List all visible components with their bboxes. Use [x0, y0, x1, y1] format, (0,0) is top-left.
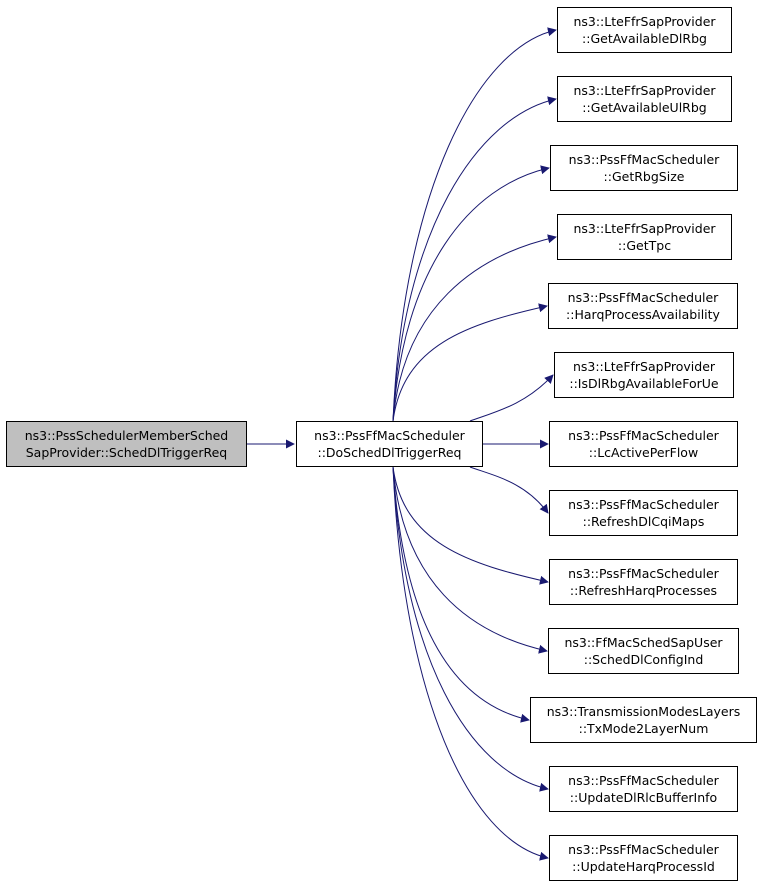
callee-line-1: ns3::LteFfrSapProvider: [572, 359, 716, 374]
root-function-line2: SapProvider::SchedDlTriggerReq: [25, 445, 228, 460]
callee-line-2: ::HarqProcessAvailability: [566, 307, 720, 322]
edge-hub-to-callee-9: [392, 466, 549, 585]
callee-line-2: ::GetAvailableUlRbg: [582, 100, 707, 115]
edge-hub-to-callee-13: [392, 466, 549, 861]
callee-line-1: ns3::LteFfrSapProvider: [573, 221, 716, 236]
edge-hub-to-callee-5: [392, 303, 548, 422]
root-function-node: ns3::PssSchedulerMemberSched SapProvider…: [6, 421, 247, 467]
hub-function-line1: ns3::PssFfMacScheduler: [314, 428, 465, 443]
edge-hub-to-callee-8: [469, 466, 549, 514]
callee-line-2: ::RefreshHarqProcesses: [569, 583, 718, 598]
callee-node-update-harq-process-id[interactable]: ns3::PssFfMacScheduler::UpdateHarqProces…: [549, 835, 738, 881]
edge-hub-to-callee-11: [392, 466, 530, 723]
callee-line-1: ns3::PssFfMacScheduler: [567, 290, 719, 305]
callee-line-1: ns3::PssFfMacScheduler: [568, 566, 719, 581]
callee-node-get-available-ul-rbg[interactable]: ns3::LteFfrSapProvider::GetAvailableUlRb…: [557, 76, 732, 122]
callee-line-2: ::RefreshDlCqiMaps: [582, 514, 705, 529]
callee-line-1: ns3::PssFfMacScheduler: [568, 428, 719, 443]
callee-line-1: ns3::PssFfMacScheduler: [568, 497, 719, 512]
callee-line-2: ::GetRbgSize: [603, 169, 685, 184]
callee-node-harq-process-availability[interactable]: ns3::PssFfMacScheduler::HarqProcessAvail…: [548, 283, 738, 329]
callee-line-1: ns3::PssFfMacScheduler: [568, 773, 719, 788]
edge-hub-to-callee-1: [392, 27, 557, 422]
callee-line-1: ns3::LteFfrSapProvider: [573, 83, 716, 98]
callee-line-1: ns3::PssFfMacScheduler: [568, 842, 719, 857]
edge-hub-to-callee-6: [469, 374, 554, 422]
callee-line-2: ::GetTpc: [617, 238, 672, 253]
callee-node-get-rbg-size[interactable]: ns3::PssFfMacScheduler::GetRbgSize: [550, 145, 738, 191]
callee-node-lc-active-per-flow[interactable]: ns3::PssFfMacScheduler::LcActivePerFlow: [549, 421, 738, 467]
callee-node-sched-dl-config-ind[interactable]: ns3::FfMacSchedSapUser::SchedDlConfigInd: [548, 628, 739, 674]
callee-line-1: ns3::TransmissionModesLayers: [546, 704, 741, 719]
edge-hub-to-callee-12: [392, 466, 549, 792]
callee-node-get-available-dl-rbg[interactable]: ns3::LteFfrSapProvider::GetAvailableDlRb…: [557, 7, 732, 53]
callee-line-2: ::IsDlRbgAvailableForUe: [569, 376, 719, 391]
edge-hub-to-callee-10: [392, 466, 548, 654]
callee-line-1: ns3::FfMacSchedSapUser: [564, 635, 723, 650]
callee-line-2: ::GetAvailableDlRbg: [582, 31, 707, 46]
callee-node-get-tpc[interactable]: ns3::LteFfrSapProvider::GetTpc: [557, 214, 732, 260]
callee-line-1: ns3::PssFfMacScheduler: [568, 152, 720, 167]
callee-node-tx-mode2-layer-num[interactable]: ns3::TransmissionModesLayers::TxMode2Lay…: [530, 697, 757, 743]
edge-hub-to-callee-2: [392, 96, 557, 422]
callee-line-2: ::SchedDlConfigInd: [583, 652, 704, 667]
hub-function-line2: ::DoSchedDlTriggerReq: [317, 445, 462, 460]
callee-line-2: ::UpdateHarqProcessId: [572, 859, 715, 874]
hub-function-node[interactable]: ns3::PssFfMacScheduler ::DoSchedDlTrigge…: [296, 421, 483, 467]
root-function-line1: ns3::PssSchedulerMemberSched: [24, 428, 229, 443]
callee-node-update-dl-rlc-buffer-info[interactable]: ns3::PssFfMacScheduler::UpdateDlRlcBuffe…: [549, 766, 738, 812]
callee-node-is-dl-rbg-available-for-ue[interactable]: ns3::LteFfrSapProvider::IsDlRbgAvailable…: [554, 352, 734, 398]
callee-node-refresh-dl-cqi-maps[interactable]: ns3::PssFfMacScheduler::RefreshDlCqiMaps: [549, 490, 738, 536]
edge-hub-to-callee-4: [392, 234, 557, 422]
callee-line-1: ns3::LteFfrSapProvider: [573, 14, 716, 29]
callee-line-2: ::UpdateDlRlcBufferInfo: [569, 790, 718, 805]
edge-hub-to-callee-3: [392, 165, 550, 422]
callee-line-2: ::TxMode2LayerNum: [578, 721, 709, 736]
callee-node-refresh-harq-processes[interactable]: ns3::PssFfMacScheduler::RefreshHarqProce…: [549, 559, 738, 605]
callee-line-2: ::LcActivePerFlow: [588, 445, 699, 460]
